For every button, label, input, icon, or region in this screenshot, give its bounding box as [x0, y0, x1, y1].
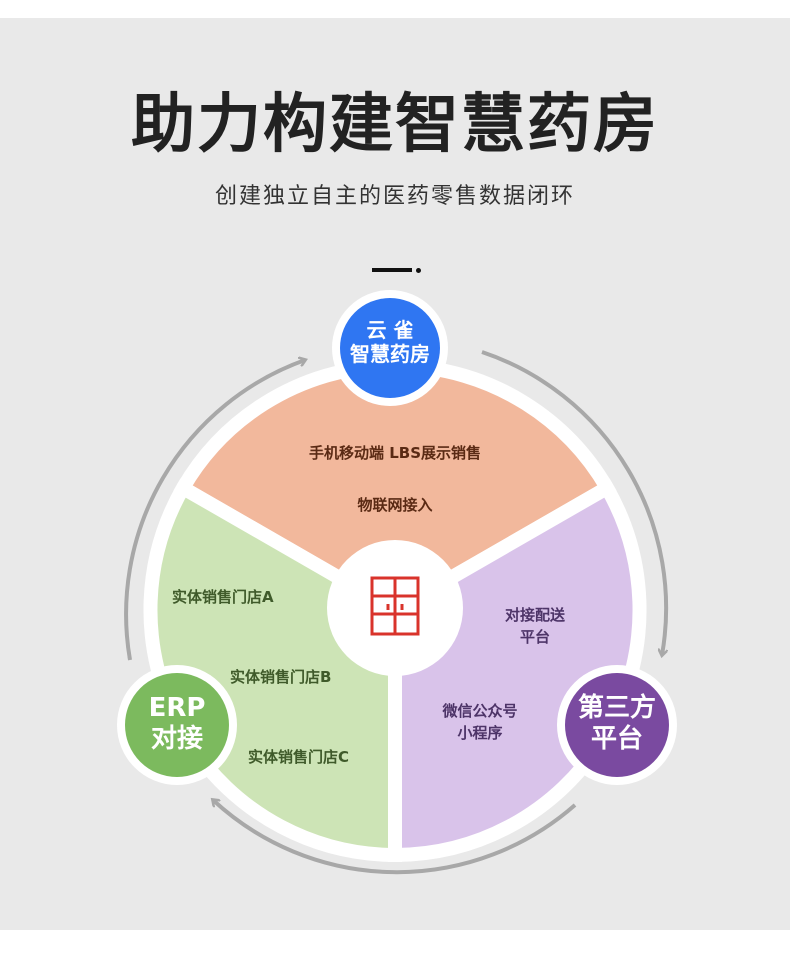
node-top-line1: 云 雀 [366, 318, 414, 342]
page-subtitle: 创建独立自主的医药零售数据闭环 [214, 184, 575, 209]
purple-item-delivery-line2: 平台 [519, 628, 550, 646]
node-left-line1: ERP [148, 693, 206, 723]
cycle-arrow-bottom [213, 800, 577, 875]
title-divider [372, 268, 412, 272]
green-item-store-c: 实体销售门店C [248, 748, 350, 766]
node-left-label: ERP 对接 [125, 693, 229, 755]
node-top-label: 云 雀 智慧药房 [340, 318, 440, 366]
orange-item-mobile-lbs: 手机移动端 LBS展示销售 [308, 444, 482, 462]
node-right-label: 第三方 平台 [565, 693, 669, 755]
purple-item-delivery-line1: 对接配送 [504, 606, 565, 624]
title-divider-dot [416, 268, 421, 273]
page-title: 助力构建智慧药房 [131, 88, 659, 162]
green-item-store-b: 实体销售门店B [230, 668, 332, 686]
node-right-line1: 第三方 [577, 693, 656, 723]
purple-item-delivery: 对接配送 平台 [480, 604, 590, 648]
orange-item-iot: 物联网接入 [357, 496, 433, 514]
node-left-circle [125, 673, 229, 777]
node-right-line2: 平台 [590, 724, 643, 755]
node-right-circle [565, 673, 669, 777]
node-top-circle [340, 298, 440, 398]
cycle-arrow-left [124, 360, 305, 661]
green-item-store-a: 实体销售门店A [172, 588, 274, 606]
purple-item-wechat: 微信公众号 小程序 [420, 700, 540, 744]
node-top-line2: 智慧药房 [350, 342, 430, 366]
purple-item-wechat-line2: 小程序 [457, 724, 503, 742]
cycle-arrow-right [481, 350, 669, 655]
medicine-cabinet-icon [370, 576, 420, 636]
purple-item-wechat-line1: 微信公众号 [442, 702, 518, 720]
node-left-line2: 对接 [150, 724, 203, 755]
